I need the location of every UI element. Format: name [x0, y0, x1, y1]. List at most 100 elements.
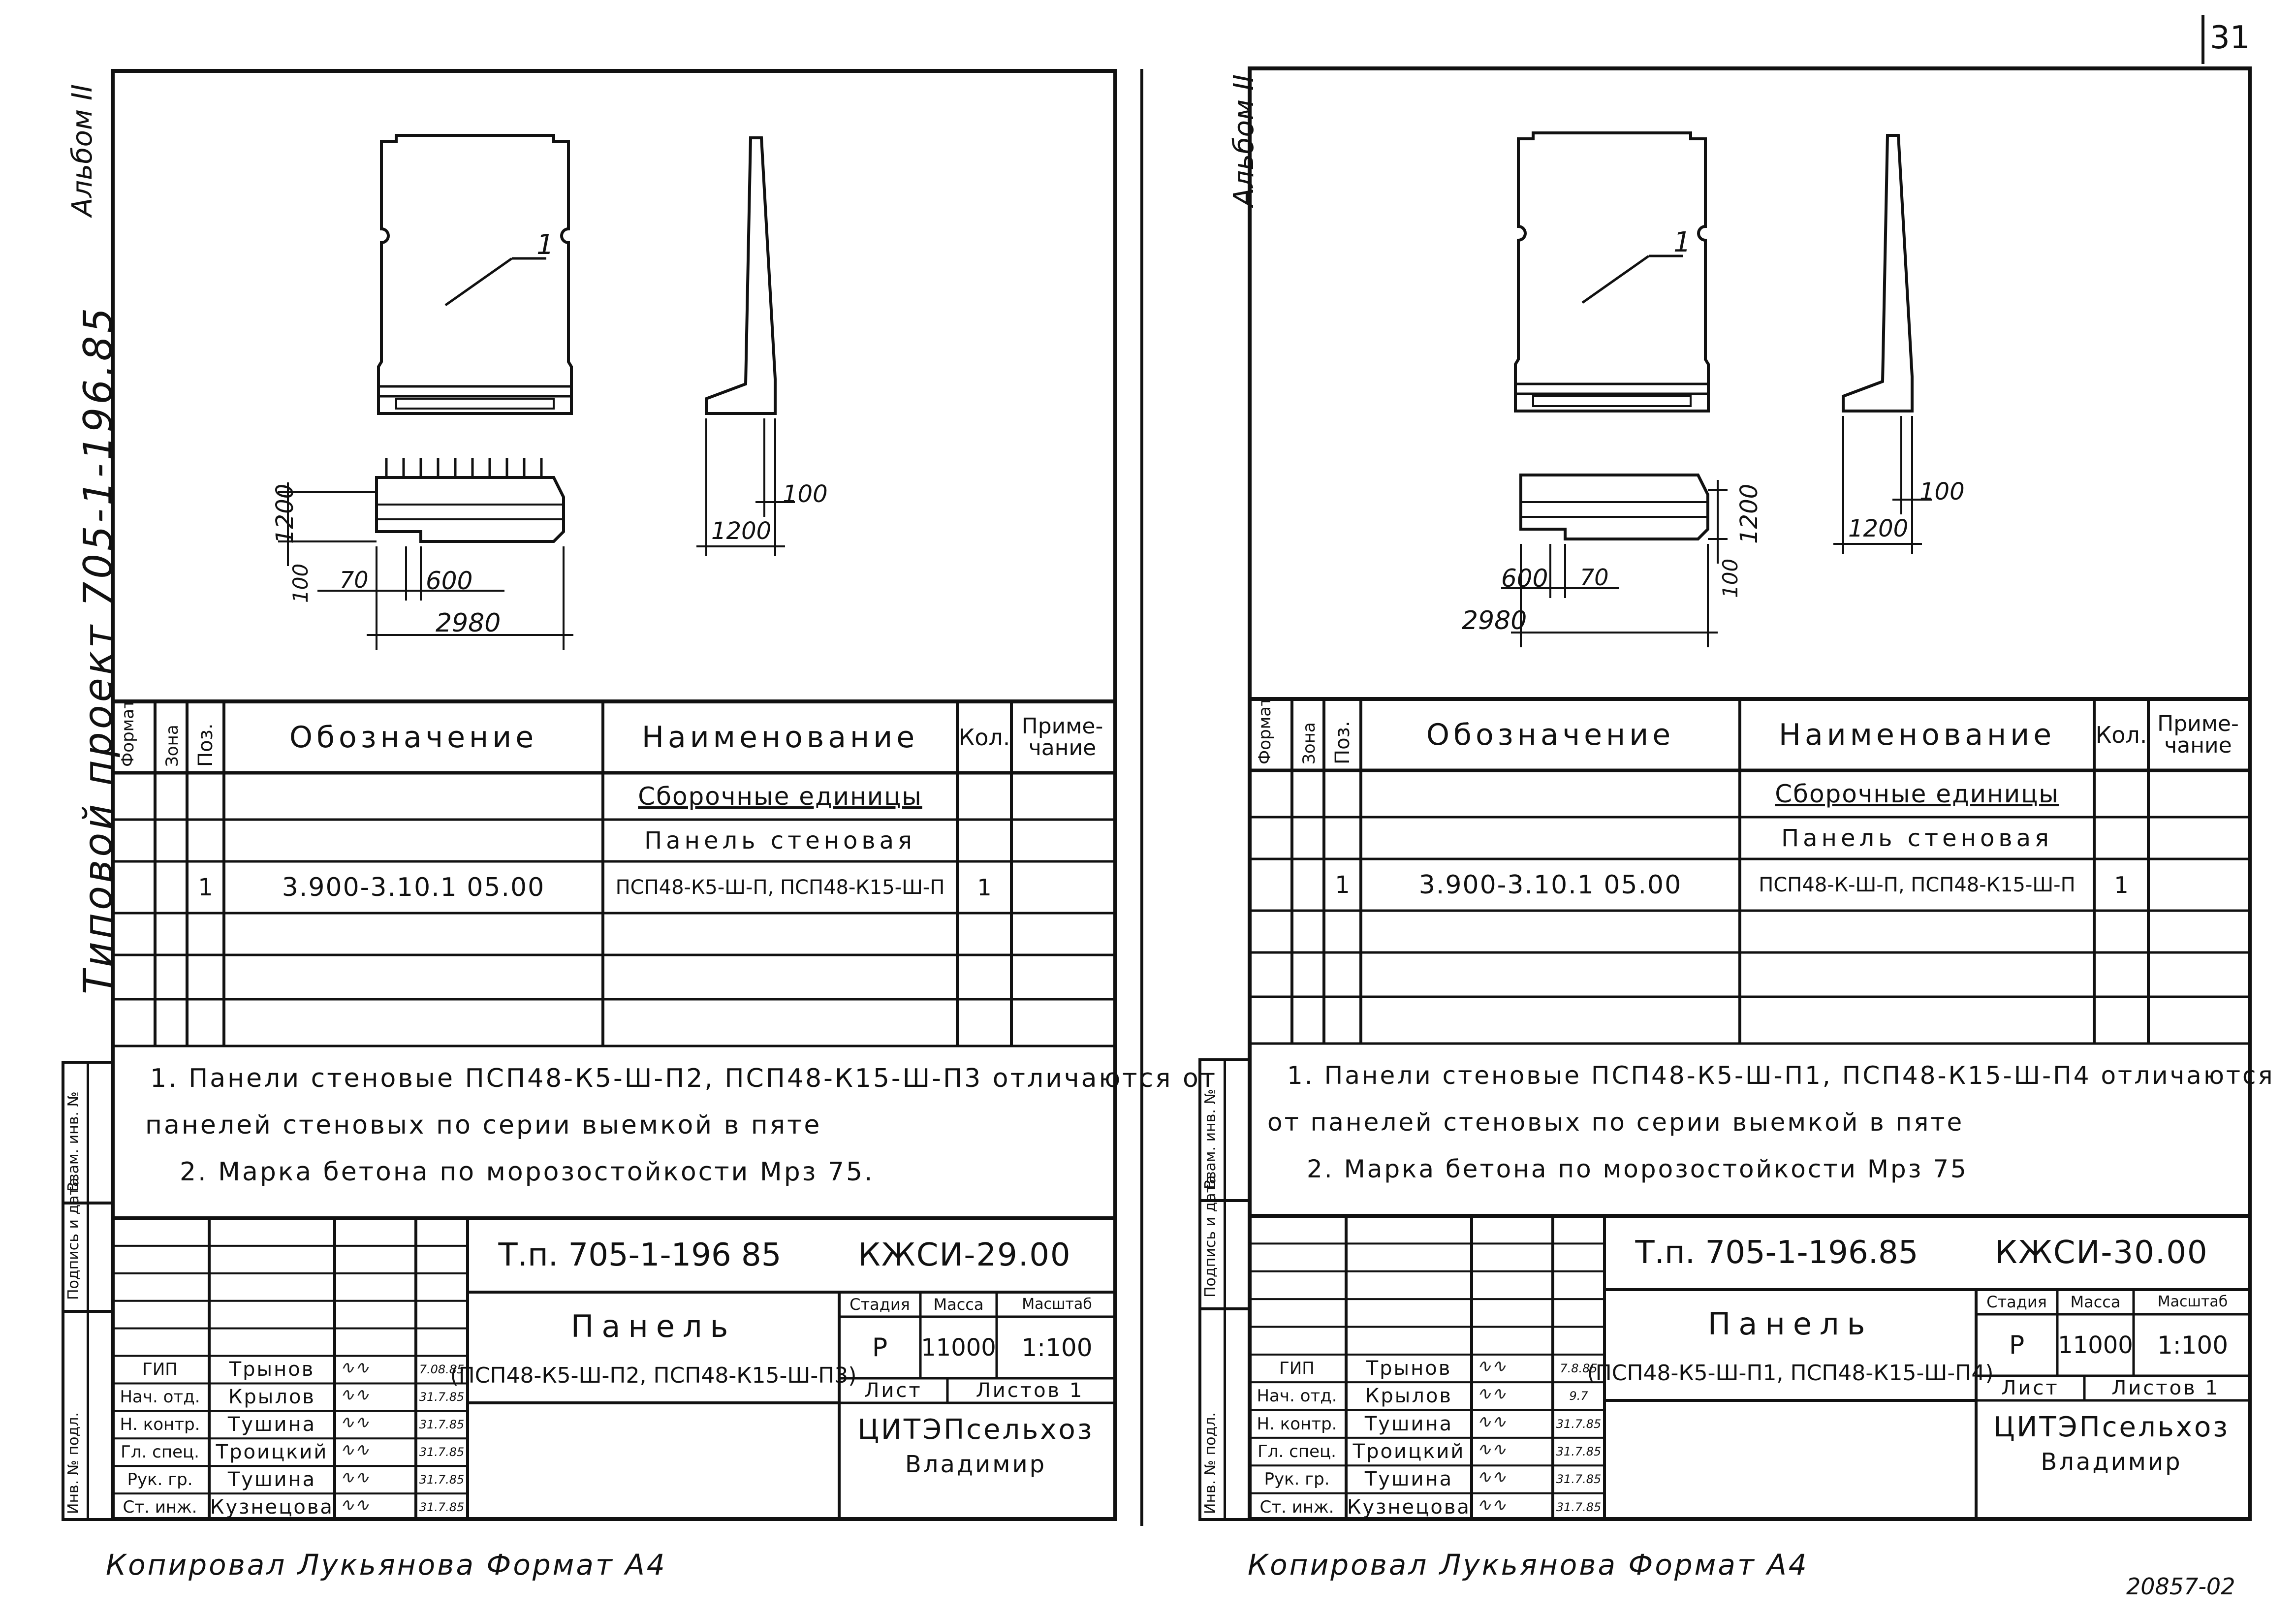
side-stamp-divider [1201, 1307, 1251, 1310]
title-scale-value: 1:100 [1021, 1333, 1093, 1362]
signer-role: Гл. спец. [121, 1442, 199, 1462]
note-line-1: 1. Панели стеновые ПСП48-К5-Ш-П1, ПСП48-… [1287, 1061, 2275, 1090]
spec-designation-cell: 3.900-3.10.1 05.00 [282, 872, 545, 902]
side-stamp-vline [87, 1064, 89, 1518]
side-stamp-label: Инв. № подл. [1202, 1412, 1219, 1514]
panel-side-profile [1833, 134, 1932, 554]
page-number: 31 [2210, 20, 2250, 56]
title-sheets-label: Листов 1 [2111, 1377, 2220, 1399]
spec-pos-cell: 1 [198, 873, 213, 901]
spec-header-name: Наименование [641, 720, 919, 755]
note-line-3: 2. Марка бетона по морозостойкости Мрз 7… [180, 1157, 875, 1187]
signer-signature-icon: ∿∿ [1477, 1356, 1507, 1376]
spec-name-cell: ПСП48-К-Ш-П, ПСП48-К15-Ш-П [1759, 873, 2076, 896]
position-label: 1 [536, 229, 554, 261]
title-scale-label: Масштаб [2157, 1293, 2228, 1310]
spec-header-name: Наименование [1778, 717, 2056, 752]
title-org-city: Владимир [905, 1451, 1047, 1478]
spec-header-designation: Обозначение [1426, 717, 1675, 752]
dimension-d1200a: 1200 [711, 517, 772, 545]
signer-role: Н. контр. [1257, 1414, 1337, 1434]
panel-plan-view [1501, 474, 1728, 647]
title-mass-label: Масса [2070, 1293, 2121, 1311]
spec-header-designation: Обозначение [289, 720, 538, 755]
signer-role: Ст. инж. [1259, 1497, 1334, 1517]
spec-group-title: Панель стеновая [1781, 824, 2053, 852]
signer-date: 31.7.85 [419, 1473, 465, 1487]
title-stage-value: Р [2009, 1330, 2025, 1360]
spec-header-qty: Кол. [2095, 721, 2147, 748]
spec-qty-cell: 1 [977, 874, 992, 901]
signer-date: 31.7.85 [1556, 1472, 1602, 1487]
signer-name: Крылов [1365, 1385, 1452, 1408]
signer-signature-icon: ∿∿ [340, 1467, 370, 1488]
side-stamp-label: Инв. № подл. [65, 1412, 82, 1514]
note-line-2: от панелей стеновых по серии выемкой в п… [1267, 1108, 1964, 1137]
signer-date: 31.7.85 [419, 1445, 465, 1459]
spec-pos-cell: 1 [1335, 871, 1350, 899]
spec-name-cell: ПСП48-К5-Ш-П, ПСП48-К15-Ш-П [615, 876, 945, 899]
panel-front-view [377, 134, 573, 415]
title-scale-value: 1:100 [2157, 1331, 2229, 1360]
sheet-linework [111, 134, 1117, 1521]
dimension-d600: 600 [1501, 564, 1548, 593]
signer-date: 31.7.85 [1556, 1445, 1602, 1459]
signer-role: Нач. отд. [120, 1387, 200, 1407]
title-name: Панель [1707, 1306, 1873, 1342]
signer-name: Трынов [1366, 1357, 1452, 1380]
position-leader [444, 257, 546, 307]
signer-date: 7.08.85 [419, 1363, 465, 1377]
title-document-code: КЖСИ-30.00 [1995, 1235, 2208, 1271]
signer-signature-icon: ∿∿ [340, 1357, 370, 1378]
signer-name: Крылов [228, 1386, 315, 1409]
signer-name: Тушина [227, 1468, 316, 1491]
signer-date: 31.7.85 [419, 1500, 465, 1515]
signer-name: Тушина [227, 1413, 316, 1436]
spec-group-title: Панель стеновая [644, 826, 916, 855]
album-label-left: Альбом II [66, 84, 98, 217]
spec-section-title: Сборочные единицы [1775, 779, 2059, 808]
title-org-city: Владимир [2041, 1448, 2182, 1476]
signer-signature-icon: ∿∿ [1477, 1494, 1507, 1515]
panel-plan-view [278, 458, 573, 650]
dimension-d100a: 100 [1919, 478, 1965, 506]
dimension-d70: 70 [340, 567, 369, 593]
note-line-3: 2. Марка бетона по морозостойкости Мрз 7… [1307, 1155, 1968, 1183]
page-number-frame [2202, 15, 2204, 64]
spec-section-title: Сборочные единицы [638, 782, 922, 811]
side-stamp-divider [1201, 1199, 1251, 1202]
sheet-frame [111, 69, 1117, 1521]
sheet-linework [1248, 131, 2252, 1521]
title-subtitle: (ПСП48-К5-Ш-П2, ПСП48-К15-Ш-П3) [450, 1363, 857, 1388]
dimension-d70: 70 [1580, 564, 1609, 591]
signer-signature-icon: ∿∿ [340, 1495, 370, 1516]
copied-by-footer: Копировал Лукьянова Формат А4 [106, 1548, 667, 1582]
signer-date: 7.8.85 [1560, 1361, 1598, 1375]
signer-role: Ст. инж. [123, 1497, 197, 1518]
dimension-d2980: 2980 [1462, 606, 1527, 635]
signer-role: ГИП [142, 1360, 178, 1380]
side-stamp-label: Взам. инв. № [65, 1091, 82, 1192]
side-stamp-label: Взам. инв. № [1202, 1089, 1219, 1189]
signer-date: 31.7.85 [1556, 1417, 1602, 1431]
dimension-d100a: 100 [783, 480, 828, 508]
signer-name: Троицкий [1352, 1440, 1465, 1463]
dimension-d1200b: 1200 [1735, 483, 1763, 544]
title-sheet-label: Лист [864, 1379, 922, 1402]
document-number: 20857-02 [2126, 1573, 2235, 1600]
signer-signature-icon: ∿∿ [340, 1412, 370, 1433]
dimension-d600: 600 [426, 567, 473, 595]
note-line-2: панелей стеновых по серии выемкой в пяте [145, 1110, 822, 1140]
side-stamp-label: Подпись и дата [1202, 1175, 1219, 1298]
title-project-number: Т.п. 705-1-196 85 [498, 1237, 782, 1273]
signer-role: Н. контр. [120, 1415, 200, 1435]
title-sheets-label: Листов 1 [975, 1379, 1084, 1402]
dimension-d100b: 100 [1718, 558, 1742, 598]
copied-by-footer: Копировал Лукьянова Формат А4 [1248, 1548, 1809, 1582]
panel-side-profile [696, 136, 795, 556]
note-line-1: 1. Панели стеновые ПСП48-К5-Ш-П2, ПСП48-… [150, 1064, 1218, 1093]
